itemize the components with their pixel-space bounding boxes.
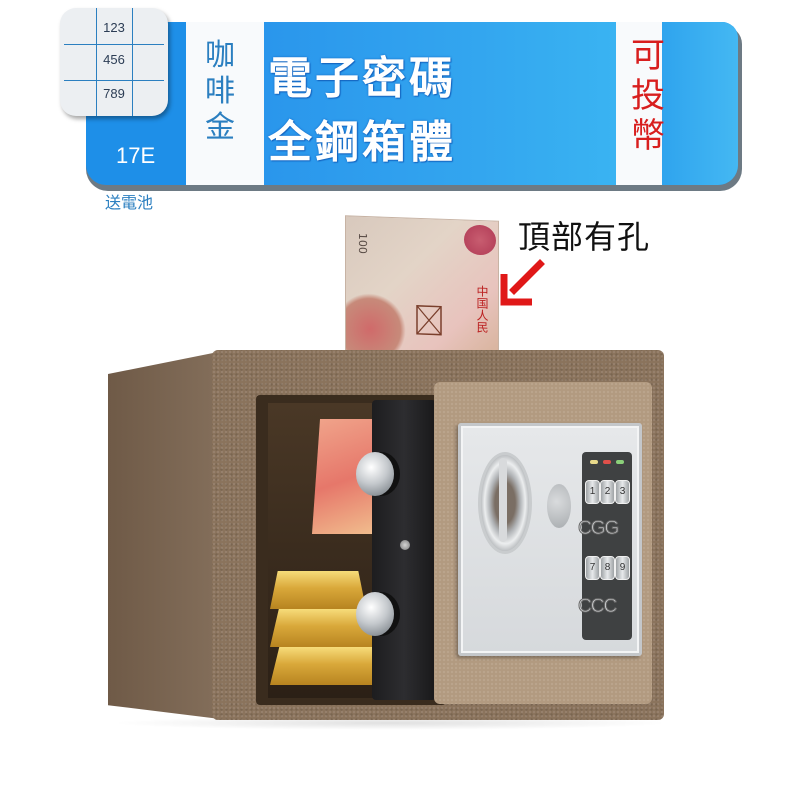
locking-bolt [356, 452, 394, 496]
color-strip [186, 22, 264, 185]
flower-pattern [346, 292, 406, 355]
coin-strip [616, 22, 666, 185]
key-7[interactable]: 7 [585, 556, 600, 580]
keypad-row-1: 123 [103, 20, 125, 35]
headline-panel [264, 22, 624, 185]
gold-bar [270, 571, 366, 609]
door-edge [372, 400, 436, 700]
headline-line-2: 全鋼箱體 [268, 117, 456, 168]
coin-slot-label: 可投幣 [631, 36, 665, 156]
locking-bolt [356, 592, 394, 636]
safe-side-panel [108, 350, 228, 720]
keypad-row-2: 456 [103, 52, 125, 67]
key-1[interactable]: 1 [585, 480, 600, 504]
banner-tail [662, 22, 738, 185]
model-number: 17E [116, 143, 156, 168]
keypad-watermark-1: CGG [577, 518, 619, 540]
emergency-keyhole[interactable] [547, 484, 571, 528]
watermark-box-icon [416, 305, 442, 336]
battery-gift-note: 送電池 [105, 193, 154, 212]
key-8[interactable]: 8 [600, 556, 615, 580]
emblem-icon [464, 224, 496, 256]
top-slot-callout: 頂部有孔 [518, 218, 651, 256]
banknote-value: 100 [356, 232, 369, 255]
key-2[interactable]: 2 [600, 480, 615, 504]
led-green [616, 460, 624, 464]
keypad-icon: 123 456 789 [60, 8, 168, 116]
key-9[interactable]: 9 [615, 556, 630, 580]
banknote-text: 中国人民 [475, 284, 489, 334]
led-red [603, 460, 611, 464]
arrow-down-left-icon [500, 259, 545, 306]
electronic-keypad: 1 2 3 7 8 9 [582, 452, 632, 640]
screw-icon [400, 540, 410, 550]
keypad-watermark-2: CCC [577, 596, 617, 618]
feature-banner [86, 22, 738, 185]
headline-line-1: 電子密碼 [268, 53, 456, 104]
color-label: 咖啡金 [205, 38, 235, 145]
banknote: 100 中国人民 [345, 215, 499, 359]
key-3[interactable]: 3 [615, 480, 630, 504]
knob-grip [499, 458, 507, 542]
led-yellow [590, 460, 598, 464]
gold-bar [270, 647, 386, 685]
keypad-row-3: 789 [103, 86, 125, 101]
